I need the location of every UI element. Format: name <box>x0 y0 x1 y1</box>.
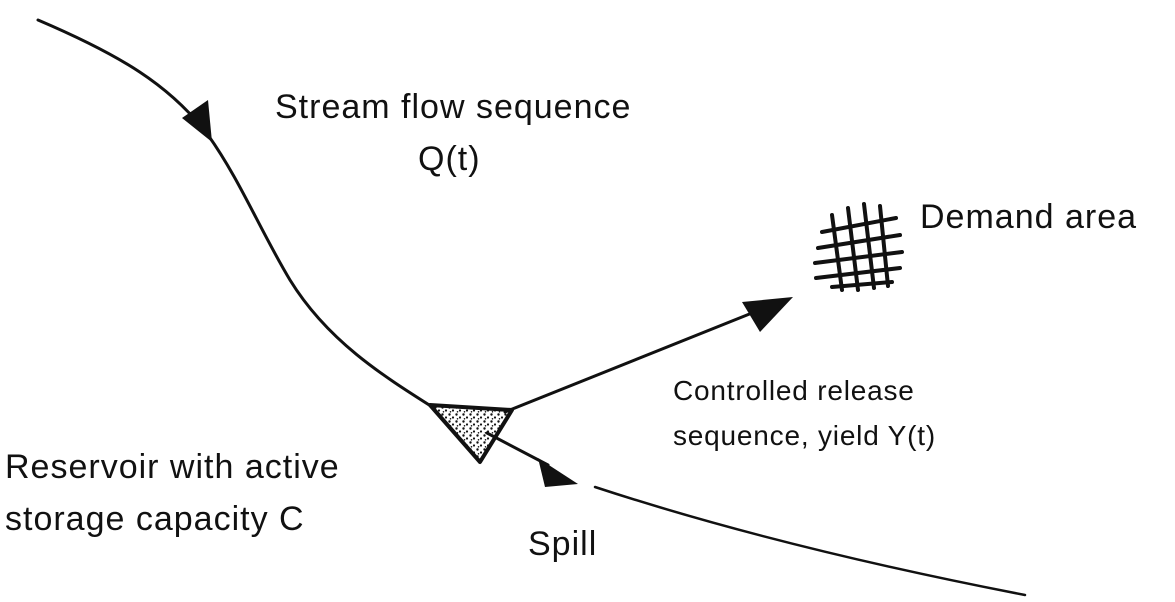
controlled-release-arrowhead-icon <box>742 297 793 332</box>
controlled-release-label-line2: sequence, yield Y(t) <box>673 420 936 451</box>
stream-flow-label-line2: Q(t) <box>418 140 481 178</box>
controlled-release-label-line1: Controlled release <box>673 375 915 406</box>
reservoir-label-line2: storage capacity C <box>5 500 305 538</box>
reservoir-icon <box>428 403 514 464</box>
demand-area-label: Demand area <box>920 198 1137 236</box>
stream-flow-label-line1: Stream flow sequence <box>275 88 631 126</box>
spill-label: Spill <box>528 525 597 563</box>
stream-flow-arrowhead-icon <box>182 100 212 142</box>
downstream-river-line <box>593 485 1027 597</box>
stream-flow-line <box>36 18 447 417</box>
spill-arrowhead-icon <box>538 458 578 487</box>
controlled-release-line <box>503 311 754 414</box>
reservoir-label-line1: Reservoir with active <box>5 448 340 486</box>
demand-area-grid-icon <box>813 202 904 292</box>
spill-line <box>485 431 550 467</box>
